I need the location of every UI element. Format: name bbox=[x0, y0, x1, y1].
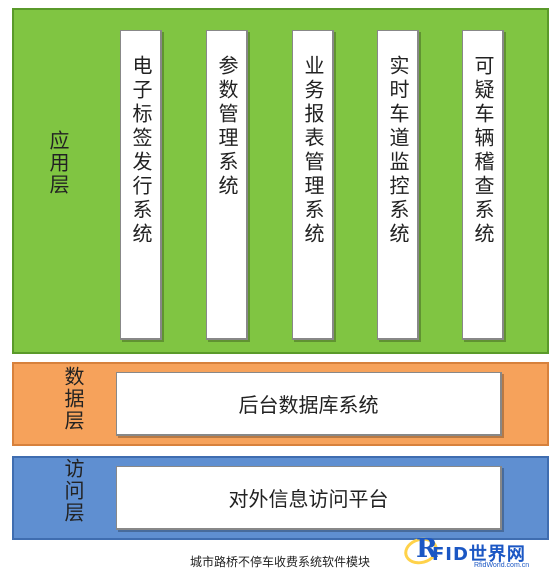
system-label: 参数管理系统 bbox=[215, 55, 239, 199]
system-label: 电子标签发行系统 bbox=[129, 55, 153, 247]
rfidworld-logo: R FID世界网 RfidWorld.com.cn bbox=[401, 532, 554, 574]
system-label: 业务报表管理系统 bbox=[301, 55, 325, 247]
system-box-report-management: 业务报表管理系统 bbox=[292, 30, 334, 340]
public-access-platform-box: 对外信息访问平台 bbox=[116, 466, 502, 530]
system-box-tag-issuance: 电子标签发行系统 bbox=[120, 30, 162, 340]
system-label: 实时车道监控系统 bbox=[386, 55, 410, 247]
database-system-label: 后台数据库系统 bbox=[238, 393, 379, 417]
database-system-box: 后台数据库系统 bbox=[116, 372, 502, 436]
system-box-lane-monitoring: 实时车道监控系统 bbox=[377, 30, 419, 340]
access-layer-label: 访问层 bbox=[61, 458, 85, 524]
system-box-vehicle-inspection: 可疑车辆稽查系统 bbox=[462, 30, 504, 340]
application-layer bbox=[12, 8, 549, 354]
system-label: 可疑车辆稽查系统 bbox=[471, 55, 495, 247]
figure-caption: 城市路桥不停车收费系统软件模块 bbox=[189, 555, 370, 569]
public-access-platform-label: 对外信息访问平台 bbox=[228, 487, 389, 511]
system-box-parameter-management: 参数管理系统 bbox=[206, 30, 248, 340]
logo-name: FID世界网 bbox=[432, 544, 526, 565]
application-layer-label: 应用层 bbox=[46, 130, 70, 196]
data-layer-label: 数据层 bbox=[61, 366, 85, 432]
logo-url: RfidWorld.com.cn bbox=[474, 562, 530, 569]
logo-mark: R bbox=[416, 534, 438, 564]
